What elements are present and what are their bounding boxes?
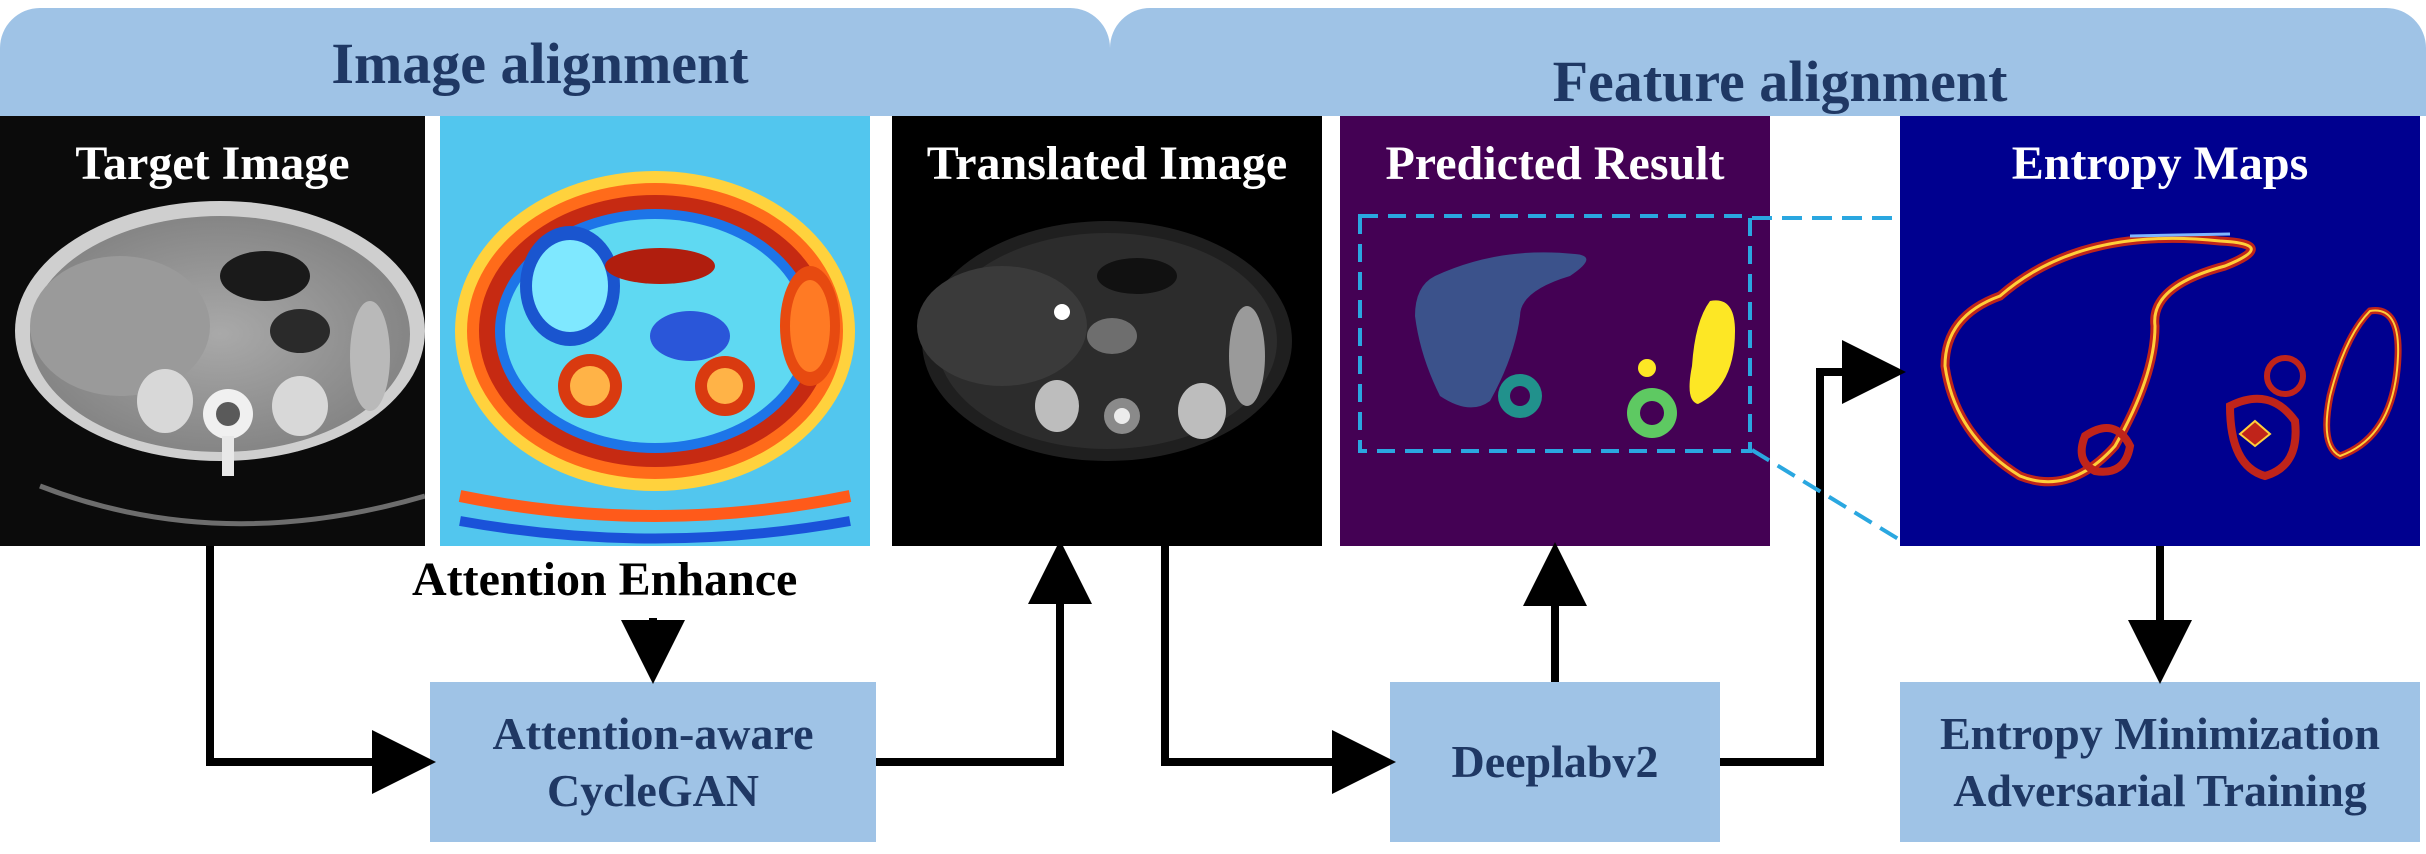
deeplab-box-label: Deeplabv2 xyxy=(1451,736,1659,788)
image-alignment-title: Image alignment xyxy=(331,31,749,96)
cyclegan-box-line1: Attention-aware xyxy=(492,707,814,759)
feature-alignment-title: Feature alignment xyxy=(1552,49,2008,114)
target-image-label: Target Image xyxy=(75,137,350,190)
arrow-cyclegan-to-translated xyxy=(876,540,1092,766)
translated-image-panel: Translated Image xyxy=(892,116,1322,546)
arrow-deeplab-to-entropy-maps xyxy=(1720,340,1906,766)
attention-heatmap-panel xyxy=(440,116,870,546)
roi-dashed-box xyxy=(1358,214,1752,453)
arrow-target-to-cyclegan xyxy=(206,546,436,794)
deeplab-box: Deeplabv2 xyxy=(1390,682,1720,842)
image-alignment-banner xyxy=(0,8,1110,116)
attention-enhance-label: Attention Enhance xyxy=(412,553,798,606)
liver-segment xyxy=(1415,252,1587,408)
translated-image-label: Translated Image xyxy=(926,137,1288,190)
entropy-training-box: Entropy Minimization Adversarial Trainin… xyxy=(1900,682,2420,842)
spleen-segment xyxy=(1689,300,1735,404)
entropy-maps-panel: Entropy Maps xyxy=(1900,116,2420,546)
small-organ-segment xyxy=(1638,359,1656,377)
attention-heatmap-image xyxy=(440,116,870,546)
entropy-training-line2: Adversarial Training xyxy=(1953,765,2367,816)
feature-alignment-banner xyxy=(1110,8,2426,116)
target-image-panel: Target Image xyxy=(0,116,425,546)
predicted-result-panel: Predicted Result xyxy=(1340,116,1770,546)
translated-mri-image xyxy=(917,221,1292,461)
entropy-training-line1: Entropy Minimization xyxy=(1939,707,2380,759)
entropy-map-image xyxy=(1940,232,2402,487)
segmentation-prediction-image xyxy=(1358,214,1752,453)
cyclegan-box: Attention-aware CycleGAN xyxy=(430,682,876,842)
predicted-result-label: Predicted Result xyxy=(1385,137,1725,190)
entropy-maps-label: Entropy Maps xyxy=(2011,137,2309,190)
ct-scan-image xyxy=(15,201,425,527)
zoom-line-bottom xyxy=(1750,448,1902,542)
cyclegan-box-line2: CycleGAN xyxy=(546,765,760,816)
arrow-translated-to-deeplab xyxy=(1161,546,1396,794)
